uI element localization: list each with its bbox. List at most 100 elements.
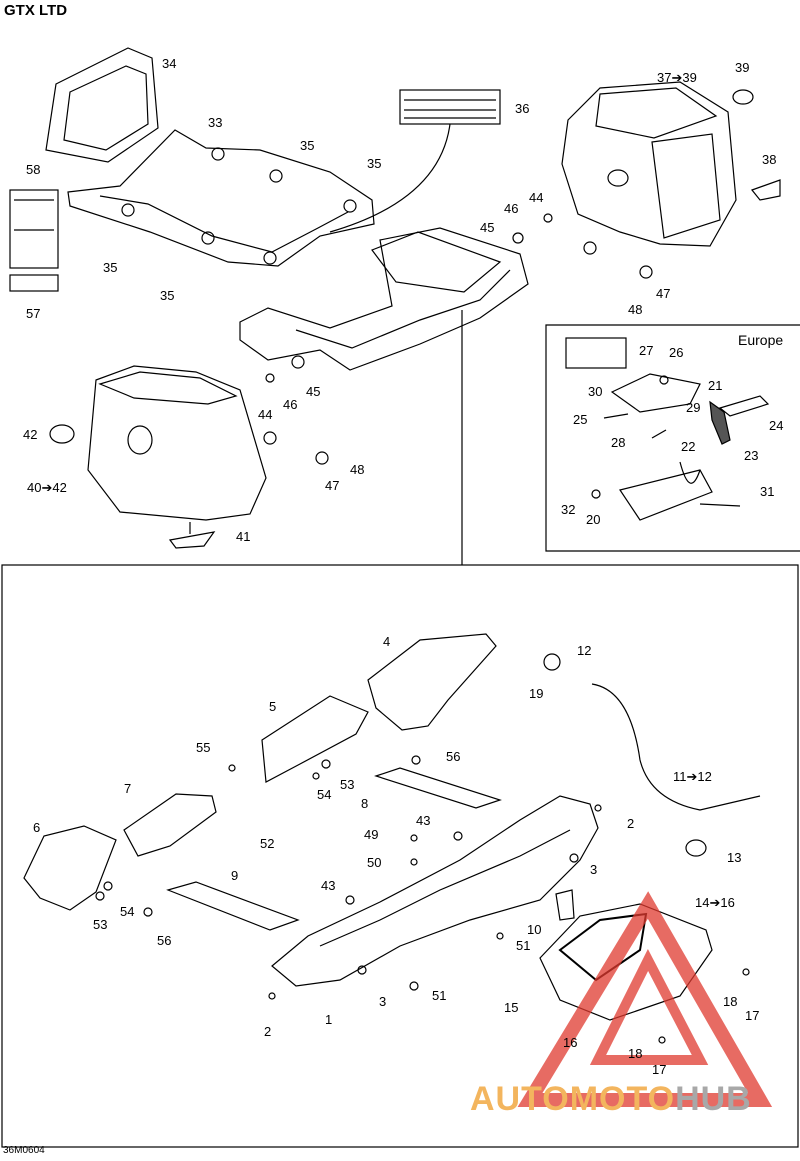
- callout: 33: [208, 115, 222, 130]
- callout: 4: [383, 634, 390, 649]
- rack-hole: [263, 251, 277, 265]
- callout: 2: [264, 1024, 271, 1039]
- connector-19: [543, 653, 561, 671]
- callout: 24: [769, 418, 783, 433]
- washer-54: [312, 772, 320, 780]
- bracket-10: [555, 889, 575, 921]
- callout: 31: [760, 484, 774, 499]
- screw-17: [742, 968, 750, 976]
- callout: 27: [639, 343, 653, 358]
- watermark-brand: AUTOMOTOHUB: [470, 1080, 752, 1119]
- backrest-cushion-34: [45, 47, 159, 163]
- callout: 53: [340, 777, 354, 792]
- saddlebag-right-panel: [651, 133, 721, 239]
- callout: 20: [586, 512, 600, 527]
- saddlebag-left: [87, 365, 267, 521]
- support-7: [123, 793, 217, 857]
- clip-43: [453, 831, 463, 841]
- screw-2-lower: [268, 992, 276, 1000]
- callout: 45: [480, 220, 494, 235]
- wire-harness-11: [591, 683, 761, 811]
- warning-label-36: [399, 89, 501, 125]
- side-cover-6: [23, 825, 117, 911]
- screw-44: [543, 213, 553, 223]
- callout: 26: [669, 345, 683, 360]
- watermark-part1: AUTOMOTO: [470, 1080, 676, 1118]
- rear-rack-frame: [371, 231, 502, 293]
- warning-label-58: [9, 189, 59, 269]
- screw-25: [603, 413, 629, 419]
- bolt-49: [410, 834, 418, 842]
- callout: 10: [527, 922, 541, 937]
- washer-50: [410, 858, 418, 866]
- bolt-31: [699, 503, 741, 507]
- taillight-14: [539, 903, 713, 1021]
- pin-28: [651, 429, 667, 439]
- callout: 58: [26, 162, 40, 177]
- callout: 36: [515, 101, 529, 116]
- callout: 15: [504, 1000, 518, 1015]
- rack-hole: [211, 147, 225, 161]
- rear-frame-1: [271, 795, 599, 987]
- callout: 18: [628, 1046, 642, 1061]
- rack-plate-33: [67, 129, 375, 267]
- callout: 41: [236, 529, 250, 544]
- clip-56: [411, 755, 421, 765]
- callout: 17: [745, 1008, 759, 1023]
- callout: 29: [686, 400, 700, 415]
- spacer-45: [512, 232, 524, 244]
- screw-44-left: [265, 373, 275, 383]
- plate-21: [610, 373, 701, 413]
- europe-region-label: Europe: [738, 332, 784, 348]
- callout: 47: [656, 286, 670, 301]
- nut-47: [639, 265, 653, 279]
- callout: 34: [162, 56, 176, 71]
- rear-frame-1-inner: [319, 829, 571, 947]
- grommet-46-left: [263, 431, 277, 445]
- main-rear-assembly-frame: [1, 564, 799, 1148]
- rack-hole: [201, 231, 215, 245]
- callout: 19: [529, 686, 543, 701]
- drawing-code: 36M0604: [3, 1145, 45, 1156]
- tow-hook: [679, 461, 701, 484]
- callout: 45: [306, 384, 320, 399]
- callout: 46: [283, 397, 297, 412]
- callout: 37➔39: [657, 70, 697, 85]
- saddlebag-left-lock: [127, 425, 153, 455]
- bulb-13: [685, 839, 707, 857]
- nut-26: [659, 375, 669, 385]
- callout: 11➔12: [673, 769, 712, 784]
- callout: 44: [529, 190, 543, 205]
- europe-inset-frame: [545, 324, 800, 552]
- watermark-part2: HUB: [675, 1080, 752, 1118]
- callout: 28: [611, 435, 625, 450]
- callout: 14➔16: [695, 895, 735, 910]
- reflector-41: [168, 531, 216, 549]
- nut-53: [321, 759, 331, 769]
- callout: 6: [33, 820, 40, 835]
- saddlebag-right-lid: [595, 87, 718, 139]
- nut-51-lower: [409, 981, 419, 991]
- nut-32: [591, 489, 601, 499]
- callout: 35: [103, 260, 117, 275]
- callout: 17: [652, 1062, 666, 1077]
- rack-plate-inner: [99, 195, 349, 253]
- callout: 56: [157, 933, 171, 948]
- screw-2: [594, 804, 602, 812]
- nut-3-lower: [357, 965, 367, 975]
- callout: 21: [708, 378, 722, 393]
- rail-9: [166, 881, 300, 931]
- callout: 40➔42: [27, 480, 67, 495]
- callout: 43: [321, 878, 335, 893]
- callout: 35: [300, 138, 314, 153]
- page-title: GTX LTD: [4, 2, 68, 19]
- clip-43-lower: [345, 895, 355, 905]
- callout: 48: [350, 462, 364, 477]
- taillight-lens: [558, 912, 648, 982]
- callout: 3: [590, 862, 597, 877]
- callout: 25: [573, 412, 587, 427]
- callout: 1: [325, 1012, 332, 1027]
- callout: 46: [504, 201, 518, 216]
- reflector-38: [751, 179, 781, 201]
